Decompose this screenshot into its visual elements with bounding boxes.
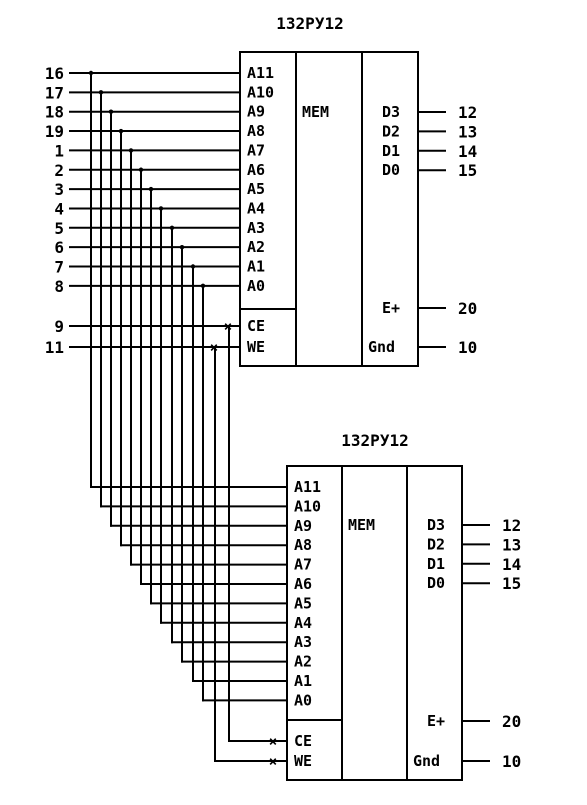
- chip-2-address-pin-label: A2: [294, 653, 312, 671]
- chip-1-data-pin-label: D0: [382, 161, 400, 179]
- chip-1-address-pin-label: A4: [247, 199, 265, 217]
- control-pin-number: 11: [45, 338, 64, 357]
- chip-1-mem-label: MEM: [302, 103, 329, 121]
- chip-2-data-pin-label: D1: [427, 555, 445, 573]
- address-pin-number: 5: [54, 219, 64, 238]
- chip-2-data-pin-label: D3: [427, 516, 445, 534]
- address-pin-number: 7: [54, 258, 64, 277]
- chip-2-power-pin-label: E+: [427, 712, 445, 730]
- chip-2-power-pin-number: 10: [502, 752, 521, 771]
- junction-dot: [118, 128, 124, 134]
- junction-dot: [108, 109, 114, 114]
- chip-2-address-pin-label: A11: [294, 478, 321, 496]
- junction-dot: [169, 225, 175, 230]
- chip-1-ce-label: CE: [247, 317, 265, 335]
- chip-1-title: 132РУ12: [276, 14, 343, 33]
- chip-2-title: 132РУ12: [341, 431, 408, 450]
- chip-2-power-pin-label: Gnd: [413, 752, 440, 770]
- chip-1-address-pin-label: A7: [247, 141, 265, 159]
- chip-1-address-pin-label: A9: [247, 103, 265, 121]
- junction-dot: [179, 244, 185, 250]
- chip-1-address-pin-label: A3: [247, 219, 265, 237]
- chip-1-power-pin-label: Gnd: [368, 338, 395, 356]
- chip-1-address-pin-label: A10: [247, 83, 274, 101]
- address-pin-number: 19: [45, 122, 64, 141]
- chip-2-ce-label: CE: [294, 732, 312, 750]
- chip-1-power-pin-number: 20: [458, 299, 477, 318]
- chip-2-data-pin-label: D0: [427, 574, 445, 592]
- chip-1-address-pin-label: A1: [247, 258, 265, 276]
- chip-2-address-pin-label: A1: [294, 672, 312, 690]
- control-cross-mark: ×: [269, 734, 277, 750]
- address-pin-number: 16: [45, 64, 64, 83]
- chip-2-address-pin-label: A6: [294, 575, 312, 593]
- address-pin-number: 6: [54, 238, 64, 257]
- chip-1-address-pin-label: A11: [247, 64, 274, 82]
- chip-1-data-pin-number: 12: [458, 103, 477, 122]
- chip-2-address-pin-label: A10: [294, 497, 321, 515]
- chip-2-address-pin-label: A4: [294, 614, 312, 632]
- address-pin-number: 8: [54, 277, 64, 296]
- chip-1-address-pin-label: A8: [247, 122, 265, 140]
- chip-2-data-pin-number: 14: [502, 555, 521, 574]
- chip-2-address-pin-label: A0: [294, 691, 312, 709]
- address-pin-number: 1: [54, 141, 64, 160]
- junction-dot: [138, 167, 144, 172]
- chip-1-data-pin-label: D3: [382, 103, 400, 121]
- junction-dot: [148, 186, 154, 192]
- chip-1-address-pin-label: A0: [247, 277, 265, 295]
- address-pin-number: 18: [45, 103, 64, 122]
- chip-2-data-pin-number: 13: [502, 535, 521, 554]
- chip-2-address-pin-label: A7: [294, 556, 312, 574]
- chip-2-data-pin-number: 12: [502, 516, 521, 535]
- chip-1-data-pin-number: 13: [458, 122, 477, 141]
- junction-dot: [98, 90, 104, 95]
- chip-1-data-pin-label: D2: [382, 122, 400, 140]
- chip-2-address-pin-label: A5: [294, 594, 312, 612]
- chip-1-address-pin-label: A5: [247, 180, 265, 198]
- chip-2-we-label: WE: [294, 752, 312, 770]
- chip-1-data-pin-number: 14: [458, 142, 477, 161]
- chip-2-power-pin-number: 20: [502, 712, 521, 731]
- control-cross-mark: ×: [269, 754, 277, 770]
- address-pin-number: 4: [54, 199, 64, 218]
- junction-dot: [200, 283, 206, 289]
- control-pin-number: 9: [54, 317, 64, 336]
- address-pin-number: 2: [54, 161, 64, 180]
- chip-1-we-label: WE: [247, 338, 265, 356]
- address-pin-number: 3: [54, 180, 64, 199]
- junction-dot: [88, 70, 94, 76]
- junction-dot: [128, 148, 134, 153]
- chip-1-data-pin-number: 15: [458, 161, 477, 180]
- chip-1-power-pin-number: 10: [458, 338, 477, 357]
- chip-2-data-pin-number: 15: [502, 574, 521, 593]
- chip-2-mem-label: MEM: [348, 516, 375, 534]
- chip-1-power-pin-label: E+: [382, 299, 400, 317]
- chip-2-address-pin-label: A8: [294, 536, 312, 554]
- address-pin-number: 17: [45, 83, 64, 102]
- chip-2-data-pin-label: D2: [427, 535, 445, 553]
- chip-1-data-pin-label: D1: [382, 142, 400, 160]
- chip-1-address-pin-label: A2: [247, 238, 265, 256]
- junction-dot: [158, 206, 164, 211]
- junction-dot: [190, 264, 196, 269]
- chip-2-address-pin-label: A9: [294, 517, 312, 535]
- chip-1-address-pin-label: A6: [247, 161, 265, 179]
- chip-2-address-pin-label: A3: [294, 633, 312, 651]
